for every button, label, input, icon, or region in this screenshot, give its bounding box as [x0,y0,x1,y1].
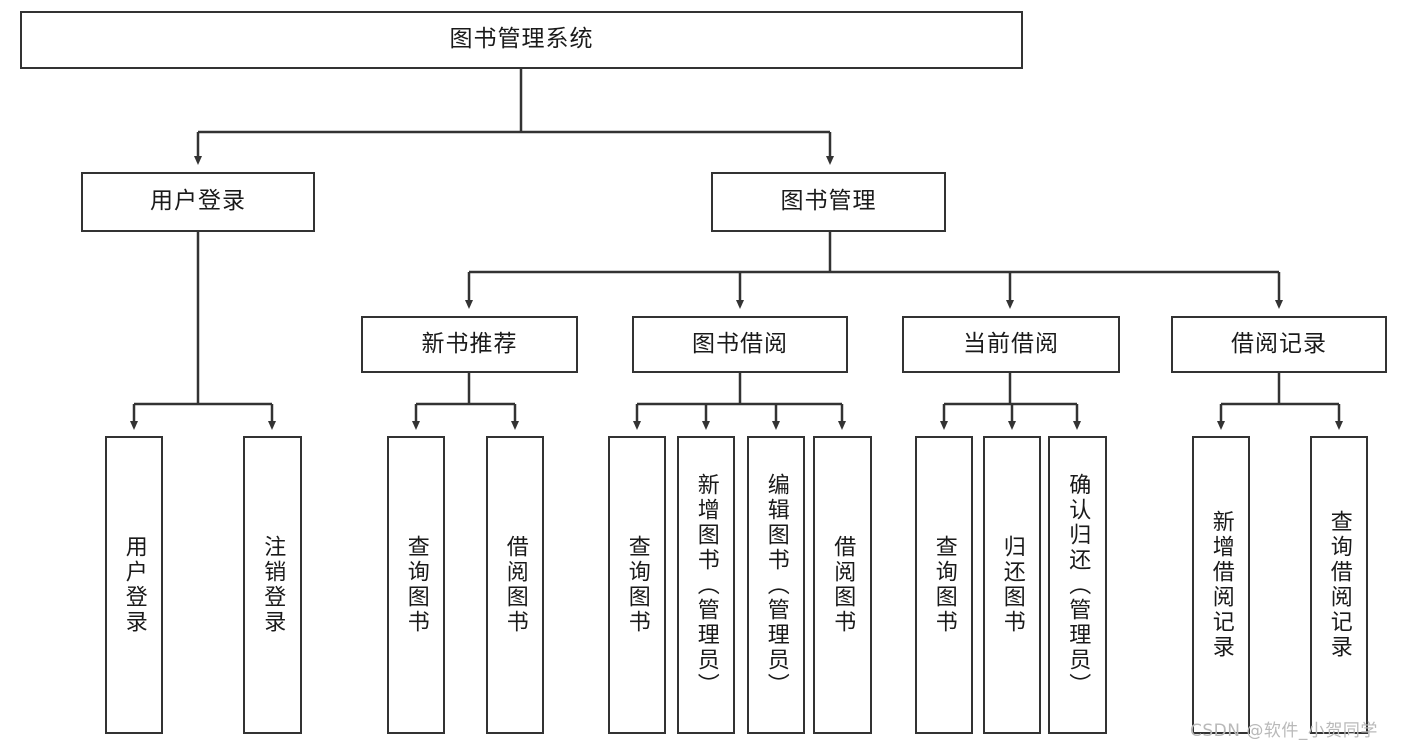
leaf-query-book-recommend[interactable]: 查询图书 [387,436,445,734]
leaf-confirm-return-admin-label: 确认归还（管理员） [1065,472,1091,698]
node-book-management-label: 图书管理 [780,188,877,215]
leaf-borrow-book-recommend[interactable]: 借阅图书 [486,436,544,734]
node-user-login-label: 用户登录 [150,188,246,215]
leaf-edit-book-admin[interactable]: 编辑图书（管理员） [747,436,805,734]
node-borrow-record-label: 借阅记录 [1231,330,1327,357]
leaf-return-book-label: 归还图书 [999,535,1025,635]
leaf-query-borrow-record-label: 查询借阅记录 [1326,510,1352,660]
node-new-book-recommend[interactable]: 新书推荐 [361,316,578,373]
leaf-confirm-return-admin[interactable]: 确认归还（管理员） [1048,436,1107,734]
leaf-query-book-current[interactable]: 查询图书 [915,436,973,734]
leaf-add-borrow-record-label: 新增借阅记录 [1208,510,1234,660]
leaf-user-login-label: 用户登录 [121,535,147,635]
node-book-borrow[interactable]: 图书借阅 [632,316,848,373]
leaf-query-borrow-record[interactable]: 查询借阅记录 [1310,436,1368,734]
node-user-login[interactable]: 用户登录 [81,172,315,232]
leaf-add-borrow-record[interactable]: 新增借阅记录 [1192,436,1250,734]
leaf-query-book-borrow[interactable]: 查询图书 [608,436,666,734]
leaf-user-login[interactable]: 用户登录 [105,436,163,734]
leaf-query-book-recommend-label: 查询图书 [403,535,429,635]
leaf-query-book-borrow-label: 查询图书 [624,535,650,635]
node-root-label: 图书管理系统 [449,26,594,53]
leaf-borrow-book-recommend-label: 借阅图书 [502,535,528,635]
node-book-management[interactable]: 图书管理 [711,172,946,232]
node-current-borrow-label: 当前借阅 [963,330,1059,357]
leaf-query-book-current-label: 查询图书 [931,535,957,635]
leaf-add-book-admin-label: 新增图书（管理员） [693,472,719,698]
csdn-watermark: CSDN @软件_小贺同学 [1190,721,1378,741]
leaf-borrow-book-label: 借阅图书 [830,535,856,635]
leaf-add-book-admin[interactable]: 新增图书（管理员） [677,436,735,734]
leaf-borrow-book[interactable]: 借阅图书 [813,436,872,734]
node-root[interactable]: 图书管理系统 [20,11,1023,69]
node-book-borrow-label: 图书借阅 [692,330,788,357]
leaf-return-book[interactable]: 归还图书 [983,436,1041,734]
node-current-borrow[interactable]: 当前借阅 [902,316,1120,373]
node-borrow-record[interactable]: 借阅记录 [1171,316,1387,373]
leaf-logout[interactable]: 注销登录 [243,436,302,734]
node-new-book-recommend-label: 新书推荐 [421,330,518,357]
leaf-logout-label: 注销登录 [260,535,286,635]
leaf-edit-book-admin-label: 编辑图书（管理员） [763,472,789,698]
